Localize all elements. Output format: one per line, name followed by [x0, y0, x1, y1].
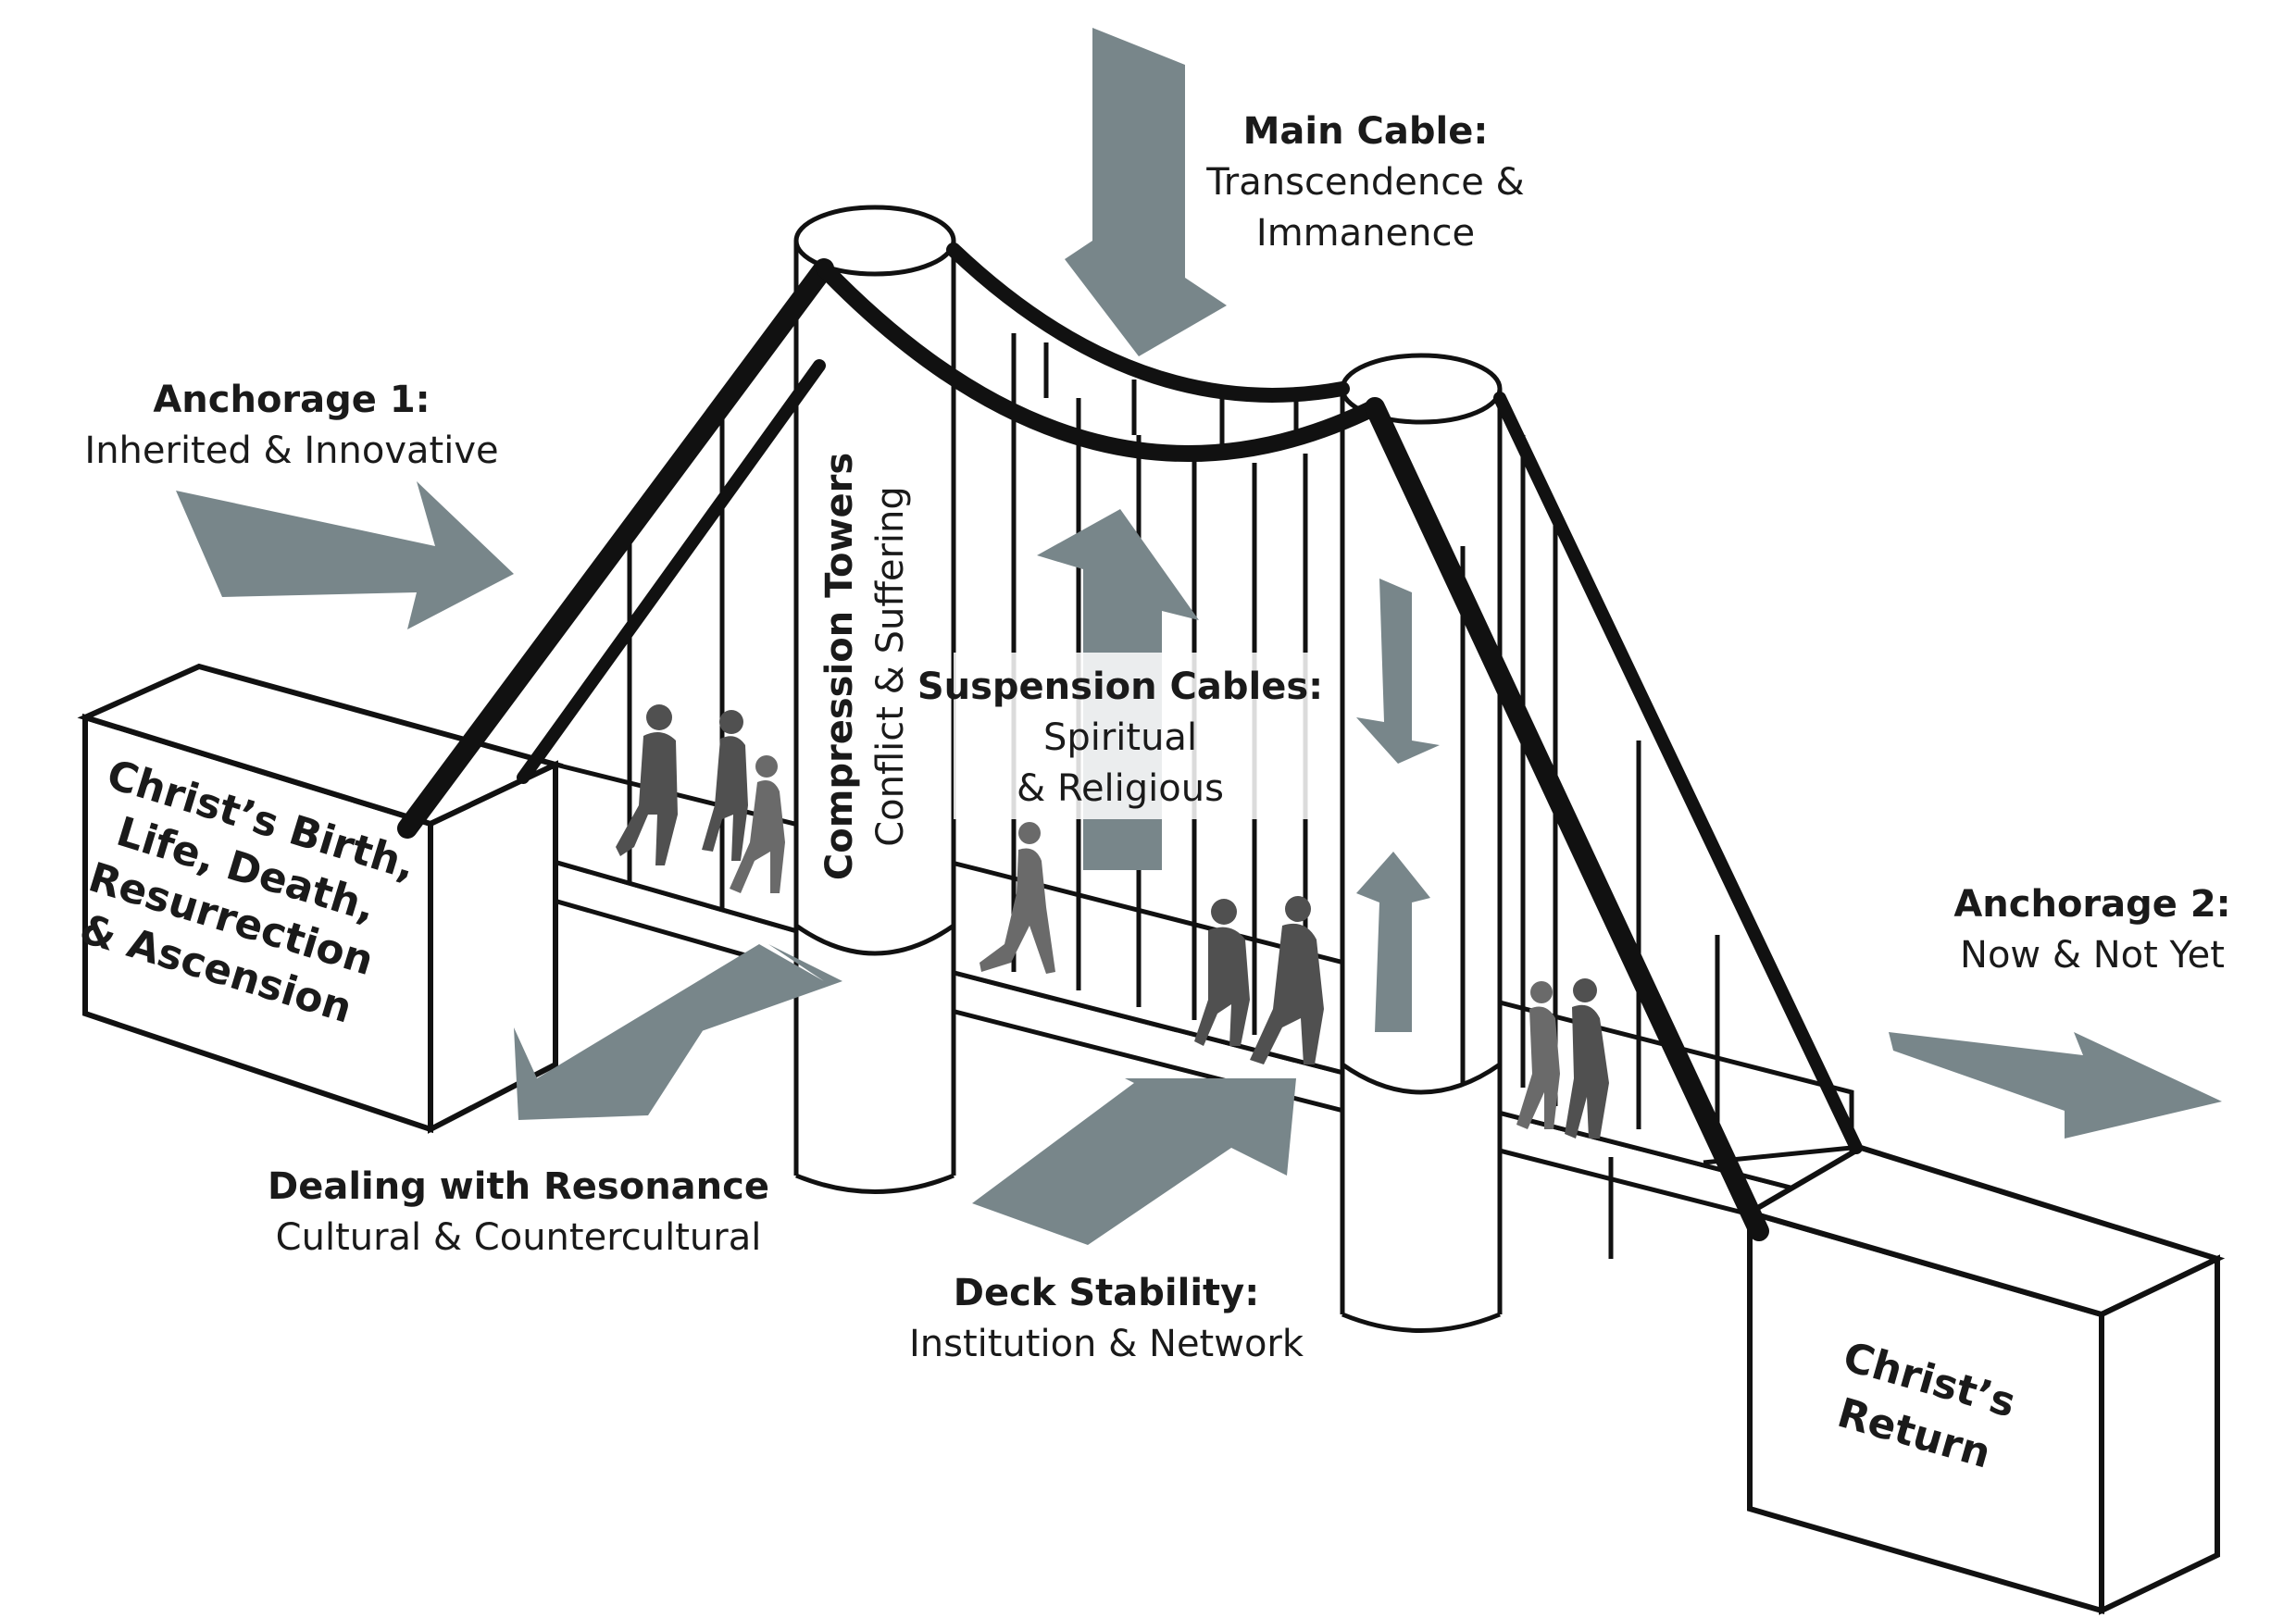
person-figure — [1516, 981, 1560, 1129]
compression-towers-title: Compression Towers — [818, 453, 861, 880]
suspension-cables-title: Suspension Cables: — [917, 666, 1323, 708]
deck-stability-line1: Institution & Network — [909, 1323, 1304, 1365]
main-cable-title: Main Cable: — [1243, 110, 1489, 153]
person-figure — [616, 704, 678, 865]
suspension-down-arrow — [1356, 579, 1440, 764]
anchorage-2-title: Anchorage 2: — [1953, 883, 2230, 926]
suspension-label-backdrop — [954, 653, 1319, 819]
main-cable-arrow — [1065, 28, 1227, 356]
anchorage-1-title: Anchorage 1: — [153, 379, 430, 421]
anchorage-1-line1: Inherited & Innovative — [84, 429, 498, 472]
anchorage-2-arrow — [1889, 1032, 2222, 1139]
main-cable-line2: Immanence — [1256, 212, 1475, 255]
compression-towers-line1: Conflict & Suffering — [869, 486, 912, 847]
resonance-title: Dealing with Resonance — [268, 1165, 769, 1208]
anchorage-2-line1: Now & Not Yet — [1960, 934, 2225, 977]
label-suspension-cables: Suspension Cables: Spiritual & Religious — [917, 653, 1323, 819]
person-figure — [702, 710, 748, 861]
person-figure — [1194, 899, 1250, 1046]
label-dealing-with-resonance: Dealing with Resonance Cultural & Counte… — [268, 1165, 769, 1259]
person-figure — [980, 822, 1055, 974]
main-cables — [397, 243, 1863, 1241]
person-figure — [730, 755, 785, 893]
suspension-cables-line1: Spiritual — [1043, 716, 1197, 759]
person-figure — [1250, 896, 1324, 1064]
dealing-with-resonance-arrow — [514, 944, 842, 1120]
label-deck-stability: Deck Stability: Institution & Network — [909, 1272, 1304, 1365]
label-main-cable: Main Cable: Transcendence & Immanence — [1205, 110, 1525, 255]
right-anchor-block — [1742, 1144, 2226, 1615]
label-anchorage-2: Anchorage 2: Now & Not Yet — [1953, 883, 2230, 977]
suspension-up-arrow-small — [1356, 852, 1430, 1032]
label-compression-towers: Compression Towers Conflict & Suffering — [818, 453, 912, 880]
anchorage-1-arrow — [176, 481, 514, 629]
suspension-cables-line2: & Religious — [1017, 767, 1224, 810]
label-anchorage-1: Anchorage 1: Inherited & Innovative — [84, 379, 498, 472]
main-cable-line1: Transcendence & — [1205, 161, 1525, 204]
deck-stability-title: Deck Stability: — [954, 1272, 1259, 1314]
deck-stability-arrow — [972, 1078, 1296, 1245]
resonance-line1: Cultural & Countercultural — [276, 1216, 762, 1259]
walking-people — [616, 704, 1609, 1139]
person-figure — [1565, 978, 1609, 1139]
